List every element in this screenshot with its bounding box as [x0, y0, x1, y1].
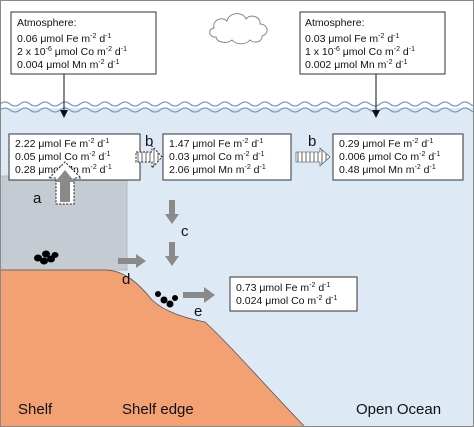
- arrow-b1-lateral: [135, 144, 163, 170]
- edge-flux-box: 1.47 μmol Fe m-2 d-1 0.03 μmol Co m-2 d-…: [162, 133, 292, 181]
- atmosphere-left-fe: 0.06 μmol Fe m-2 d-1: [17, 33, 112, 45]
- arrow-e-export: [183, 287, 215, 303]
- ocean-flux-box: 0.29 μmol Fe m-2 d-1 0.006 μmol Co m-2 d…: [332, 133, 464, 181]
- atmosphere-right-fe: 0.03 μmol Fe m-2 d-1: [305, 33, 400, 45]
- ocean-flux-mn: 0.48 μmol Mn m-2 d-1: [339, 164, 436, 176]
- deep-flux-box: 0.73 μmol Fe m-2 d-1 0.024 μmol Co m-2 d…: [229, 276, 358, 312]
- deep-flux-co: 0.024 μmol Co m-2 d-1: [236, 295, 338, 307]
- atmosphere-box-left: Atmosphere: 0.06 μmol Fe m-2 d-1 2 x 10-…: [10, 11, 157, 75]
- ocean-flux-fe: 0.29 μmol Fe m-2 d-1: [339, 138, 434, 150]
- atmosphere-right-arrowhead: [372, 110, 380, 118]
- atmosphere-right-title: Atmosphere:: [305, 17, 365, 29]
- label-c: c: [181, 223, 189, 240]
- atmosphere-right-co: 1 x 10-6 μmol Co m-2 d-1: [305, 46, 415, 58]
- shelf-flux-fe: 2.22 μmol Fe m-2 d-1: [15, 138, 110, 150]
- arrow-a-upwelling: [47, 161, 83, 205]
- edge-flux-co: 0.03 μmol Co m-2 d-1: [169, 151, 265, 163]
- label-b1: b: [145, 133, 153, 150]
- region-label-open-ocean: Open Ocean: [356, 401, 441, 418]
- atmosphere-left-mn: 0.004 μmol Mn m-2 d-1: [17, 59, 120, 71]
- label-a: a: [33, 190, 42, 207]
- atmosphere-right-mn: 0.002 μmol Mn m-2 d-1: [305, 59, 408, 71]
- atmosphere-left-arrowhead: [60, 110, 68, 118]
- edge-flux-mn: 2.06 μmol Mn m-2 d-1: [169, 164, 266, 176]
- arrow-d-offshelf: [118, 254, 146, 268]
- atmosphere-box-right: Atmosphere: 0.03 μmol Fe m-2 d-1 1 x 10-…: [299, 11, 446, 75]
- edge-flux-fe: 1.47 μmol Fe m-2 d-1: [169, 138, 264, 150]
- shelf-flux-co: 0.05 μmol Co m-2 d-1: [15, 151, 111, 163]
- arrow-b2-lateral: [295, 147, 331, 167]
- region-label-shelf: Shelf: [18, 401, 53, 418]
- ocean-flux-co: 0.006 μmol Co m-2 d-1: [339, 151, 441, 163]
- label-d: d: [122, 271, 130, 288]
- wave-line-icon: [0, 101, 474, 113]
- seafloor-sediment: [0, 269, 306, 427]
- label-e: e: [194, 303, 202, 320]
- atmosphere-left-co: 2 x 10-6 μmol Co m-2 d-1: [17, 46, 127, 58]
- cloud-icon: [209, 13, 268, 45]
- arrow-c-sinking: [165, 200, 179, 266]
- label-b2: b: [308, 133, 316, 150]
- sediment-particle-icon: [34, 250, 178, 308]
- atmosphere-left-title: Atmosphere:: [17, 17, 77, 29]
- region-label-shelf-edge: Shelf edge: [122, 401, 194, 418]
- deep-flux-fe: 0.73 μmol Fe m-2 d-1: [236, 282, 331, 294]
